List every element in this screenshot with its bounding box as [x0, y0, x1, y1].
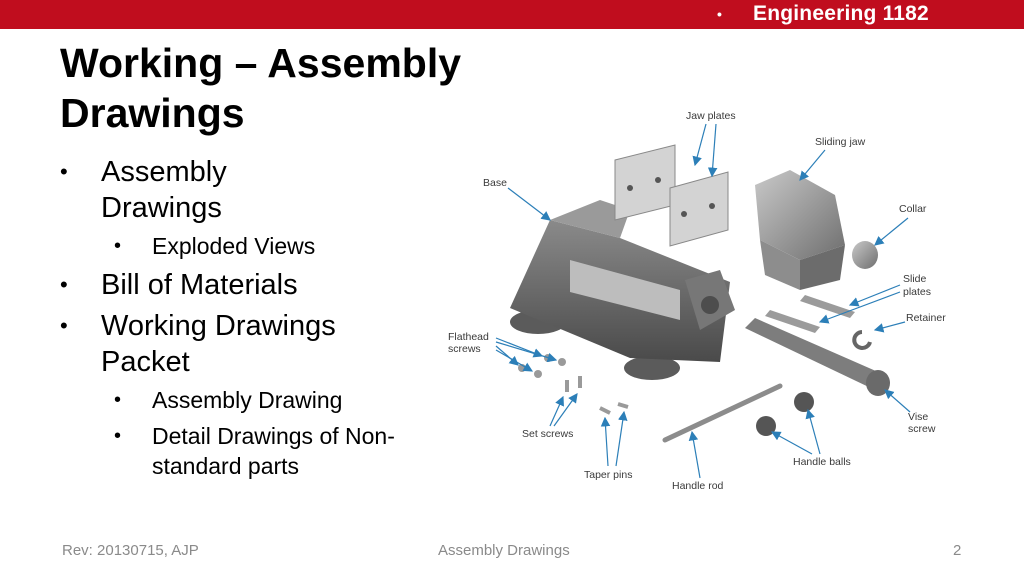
sub-bullet-text: Assembly Drawing [152, 387, 343, 413]
label-set-screws: Set screws [522, 428, 573, 440]
jaw-plates-part [614, 144, 729, 247]
set-screws-part [565, 376, 582, 392]
label-handle-balls: Handle balls [793, 456, 851, 468]
bullet-marker: • [60, 313, 68, 338]
handle-ball-part [794, 392, 814, 412]
label-flathead-screws: Flathead screws [448, 331, 492, 355]
label-flathead-line-1: Flathead [448, 331, 489, 343]
course-name: Engineering 1182 [753, 2, 929, 25]
label-slide-plates-line-2: plates [903, 286, 931, 298]
bullet-item: • Working Drawings Packet [60, 308, 401, 380]
slide-title-line-1: Working – Assembly [60, 40, 462, 86]
slide-title-line-2: Drawings [60, 90, 245, 136]
sub-bullet-marker: • [114, 389, 122, 411]
label-sliding-jaw: Sliding jaw [815, 136, 866, 148]
label-vise-screw-line-2: screw [908, 423, 936, 435]
bullet-list: • Assembly Drawings • Exploded Views • B… [60, 154, 420, 487]
bullet-text: Working Drawings Packet [101, 310, 336, 378]
bullet-text: Assembly Drawings [101, 156, 227, 224]
retainer-part [852, 330, 872, 350]
vise-screw-part [745, 318, 890, 396]
sub-bullet-item: • Exploded Views [60, 231, 420, 261]
collar-part [852, 241, 878, 269]
flathead-screws-part [518, 354, 566, 378]
bullet-item: • Bill of Materials [60, 267, 420, 303]
handle-rod-part [662, 383, 783, 443]
exploded-vise-diagram: Jaw plates Sliding jaw Base Collar Slide… [448, 110, 946, 492]
header-bullet: • [717, 6, 722, 22]
label-base: Base [483, 177, 507, 189]
slide-title: Working – Assembly Drawings [60, 38, 530, 138]
label-collar: Collar [899, 203, 927, 215]
label-jaw-plates: Jaw plates [686, 110, 736, 122]
slide-plates-part [765, 295, 855, 333]
sub-bullet-item: • Assembly Drawing [60, 385, 420, 415]
sub-bullet-item: • Detail Drawings of Non-standard parts [60, 421, 402, 481]
label-flathead-line-2: screws [448, 343, 481, 355]
taper-pins-part [599, 402, 629, 415]
label-vise-screw-line-1: Vise [908, 411, 928, 423]
bullet-item: • Assembly Drawings [60, 154, 311, 226]
sub-bullet-text: Exploded Views [152, 233, 316, 259]
label-taper-pins: Taper pins [584, 469, 632, 481]
handle-ball-part [756, 416, 776, 436]
header-bar: • Engineering 1182 [0, 0, 1024, 29]
label-vise-screw: Vise screw [908, 411, 936, 435]
label-slide-plates: Slide plates [903, 273, 931, 298]
sub-bullet-marker: • [114, 235, 122, 257]
label-slide-plates-line-1: Slide [903, 273, 927, 285]
footer-revision: Rev: 20130715, AJP [62, 542, 199, 559]
base-part [510, 200, 735, 380]
bullet-text: Bill of Materials [101, 269, 298, 301]
bullet-marker: • [60, 272, 68, 297]
footer-topic: Assembly Drawings [438, 542, 570, 559]
label-retainer: Retainer [906, 312, 946, 324]
sub-bullet-marker: • [114, 425, 122, 447]
sub-bullet-text: Detail Drawings of Non-standard parts [152, 423, 395, 479]
bullet-marker: • [60, 159, 68, 184]
sliding-jaw-part [755, 170, 845, 290]
label-handle-rod: Handle rod [672, 480, 724, 492]
page-number: 2 [953, 542, 962, 559]
